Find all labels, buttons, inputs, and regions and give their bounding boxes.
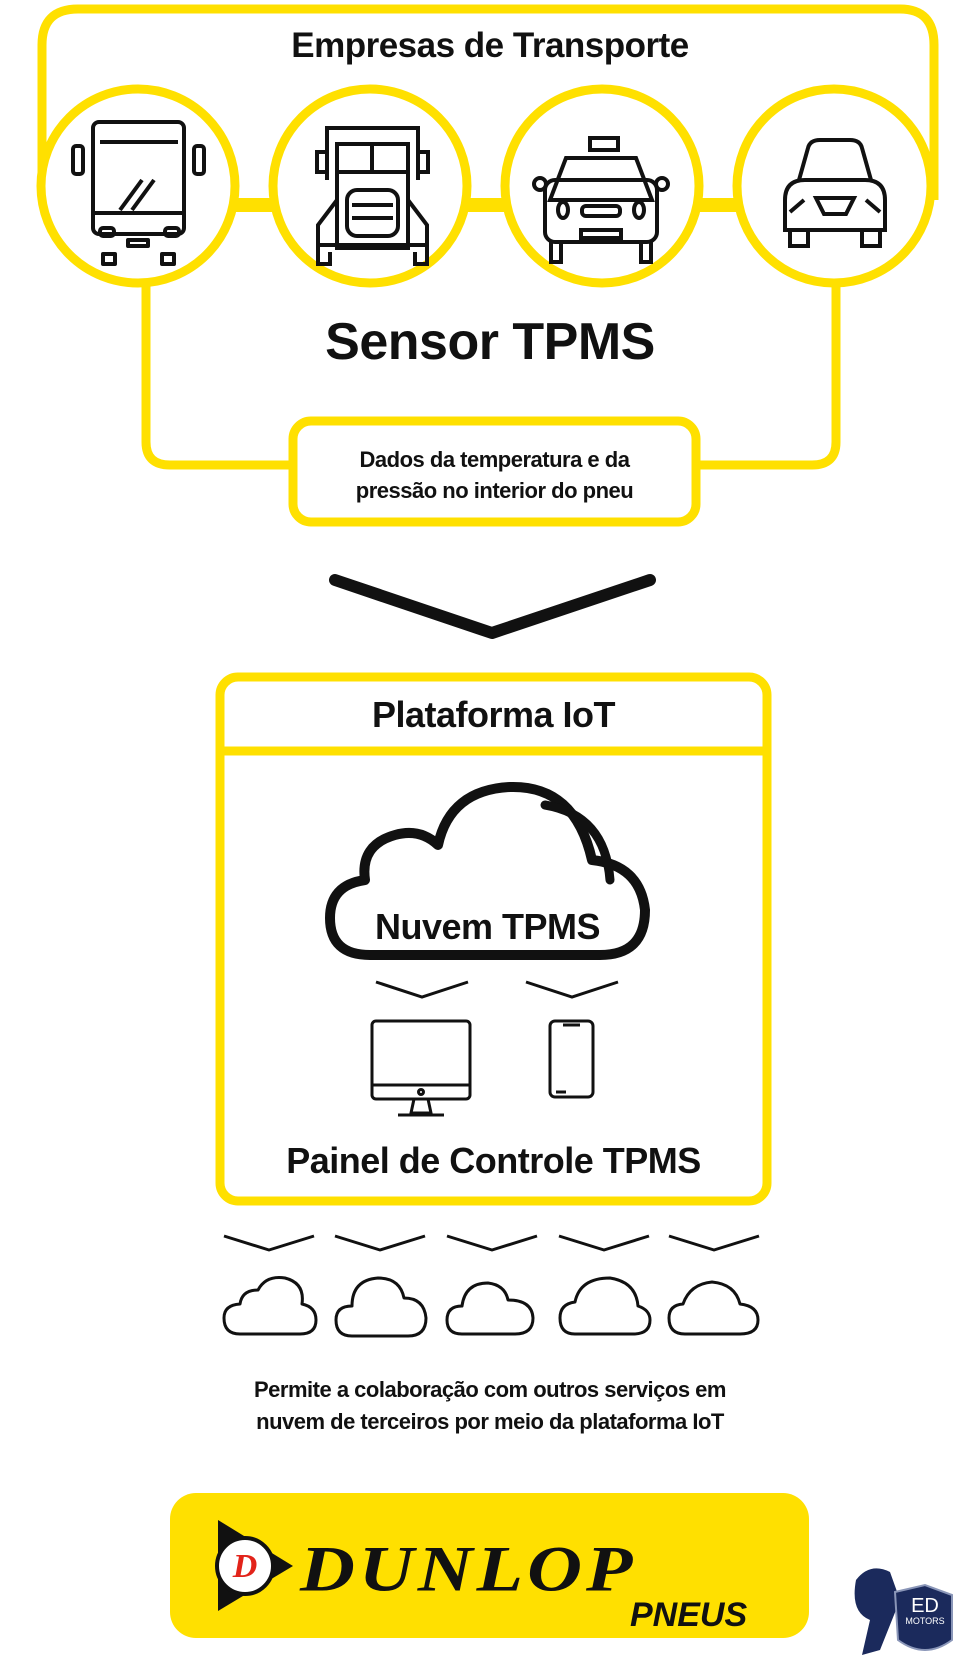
cloud-icon xyxy=(325,781,650,960)
taxi-circle xyxy=(500,84,704,288)
platform-title: Plataforma IoT xyxy=(371,694,616,735)
right-connector xyxy=(698,270,841,470)
taxi-icon xyxy=(532,136,670,264)
sensor-data-text: Dados da temperatura e da pressão no int… xyxy=(293,444,696,506)
chevron-down-icon xyxy=(525,980,619,999)
truck-circle xyxy=(268,84,472,288)
car-circle xyxy=(732,84,936,288)
chevron-down-icon xyxy=(668,1234,760,1252)
collaboration-caption: Permite a colaboração com outros serviço… xyxy=(0,1374,980,1438)
caption-line: nuvem de terceiros por meio da plataform… xyxy=(256,1409,724,1434)
cloud-icon xyxy=(222,1276,318,1336)
dunlop-brand: DUNLOP xyxy=(300,1533,637,1605)
ed-motors-text: ED MOTORS xyxy=(898,1596,952,1626)
platform-box xyxy=(215,672,772,1206)
dunlop-logo-panel xyxy=(170,1493,809,1638)
chevron-down-icon xyxy=(446,1234,538,1252)
caption-line: Permite a colaboração com outros serviço… xyxy=(254,1377,726,1402)
ed-motors-logo xyxy=(854,1568,953,1655)
dashboard-label: Painel de Controle TPMS xyxy=(286,1140,701,1181)
chevron-down-icon xyxy=(558,1234,650,1252)
dunlop-d-mark: D xyxy=(232,1548,258,1585)
cloud-icon xyxy=(334,1276,428,1338)
cloud-icon xyxy=(558,1276,652,1336)
chevron-down-icon xyxy=(375,980,469,999)
chevron-down-icon xyxy=(329,574,656,639)
car-icon xyxy=(783,138,887,248)
truck-icon xyxy=(315,126,430,266)
smartphone-icon xyxy=(548,1019,595,1099)
sensor-tpms-label: Sensor TPMS xyxy=(325,313,655,371)
cloud-icon xyxy=(445,1281,535,1336)
sensor-data-line: pressão no interior do pneu xyxy=(355,478,634,503)
data-box xyxy=(288,416,701,527)
bus-icon xyxy=(71,120,206,266)
cloud-icon xyxy=(667,1280,760,1336)
ed-text: ED xyxy=(911,1595,939,1617)
chevron-down-icon xyxy=(334,1234,426,1252)
chevron-down-icon xyxy=(223,1234,315,1252)
left-connector xyxy=(141,270,291,470)
motors-text: MOTORS xyxy=(905,1616,945,1626)
outer-frame xyxy=(37,4,939,200)
monitor-icon xyxy=(370,1019,472,1117)
transport-companies-title: Empresas de Transporte xyxy=(291,26,689,65)
dunlop-pneus: PNEUS xyxy=(630,1596,748,1634)
cloud-label: Nuvem TPMS xyxy=(374,906,601,947)
sensor-data-line: Dados da temperatura e da xyxy=(359,447,630,472)
